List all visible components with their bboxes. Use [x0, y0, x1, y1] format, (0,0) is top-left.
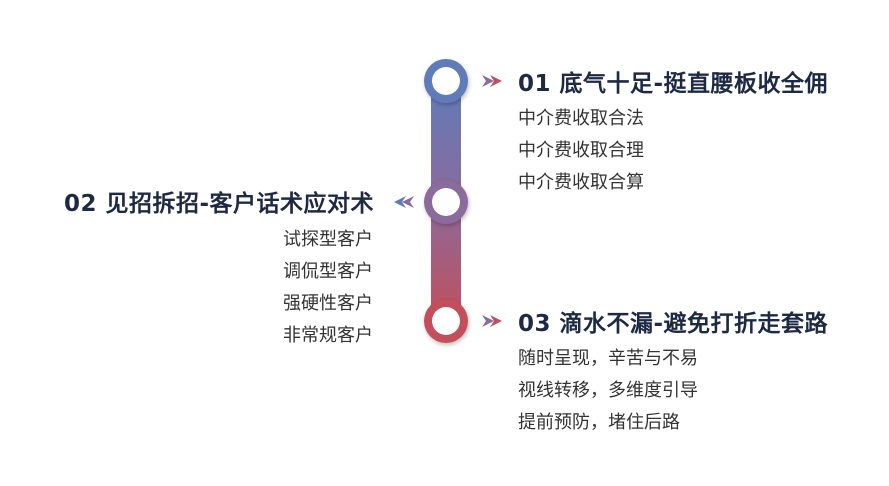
- list-item: 调侃型客户: [283, 261, 373, 282]
- section-3-title: 03 滴水不漏-避免打折走套路: [518, 311, 829, 337]
- list-item: 强硬性客户: [283, 293, 373, 314]
- list-item: 中介费收取合算: [518, 172, 644, 193]
- double-chevron-right-icon: [482, 75, 502, 87]
- list-item: 试探型客户: [283, 229, 373, 250]
- list-item: 中介费收取合理: [518, 140, 644, 161]
- section-2-list: 试探型客户 调侃型客户 强硬性客户 非常规客户: [173, 224, 373, 352]
- list-item: 随时呈现，辛苦与不易: [518, 348, 698, 369]
- list-item: 中介费收取合法: [518, 108, 644, 129]
- section-2-title: 02 见招拆招-客户话术应对术: [63, 191, 374, 217]
- timeline-node-3: [424, 299, 468, 343]
- timeline-node-1: [424, 59, 468, 103]
- timeline-node-2: [424, 180, 468, 224]
- double-chevron-right-icon: [482, 315, 502, 327]
- list-item: 提前预防，堵住后路: [518, 412, 680, 433]
- double-chevron-left-icon: [394, 196, 414, 208]
- section-3-list: 随时呈现，辛苦与不易 视线转移，多维度引导 提前预防，堵住后路: [518, 343, 698, 439]
- section-1-title: 01 底气十足-挺直腰板收全佣: [518, 71, 829, 97]
- list-item: 非常规客户: [283, 325, 373, 346]
- section-1-list: 中介费收取合法 中介费收取合理 中介费收取合算: [518, 103, 644, 199]
- list-item: 视线转移，多维度引导: [518, 380, 698, 401]
